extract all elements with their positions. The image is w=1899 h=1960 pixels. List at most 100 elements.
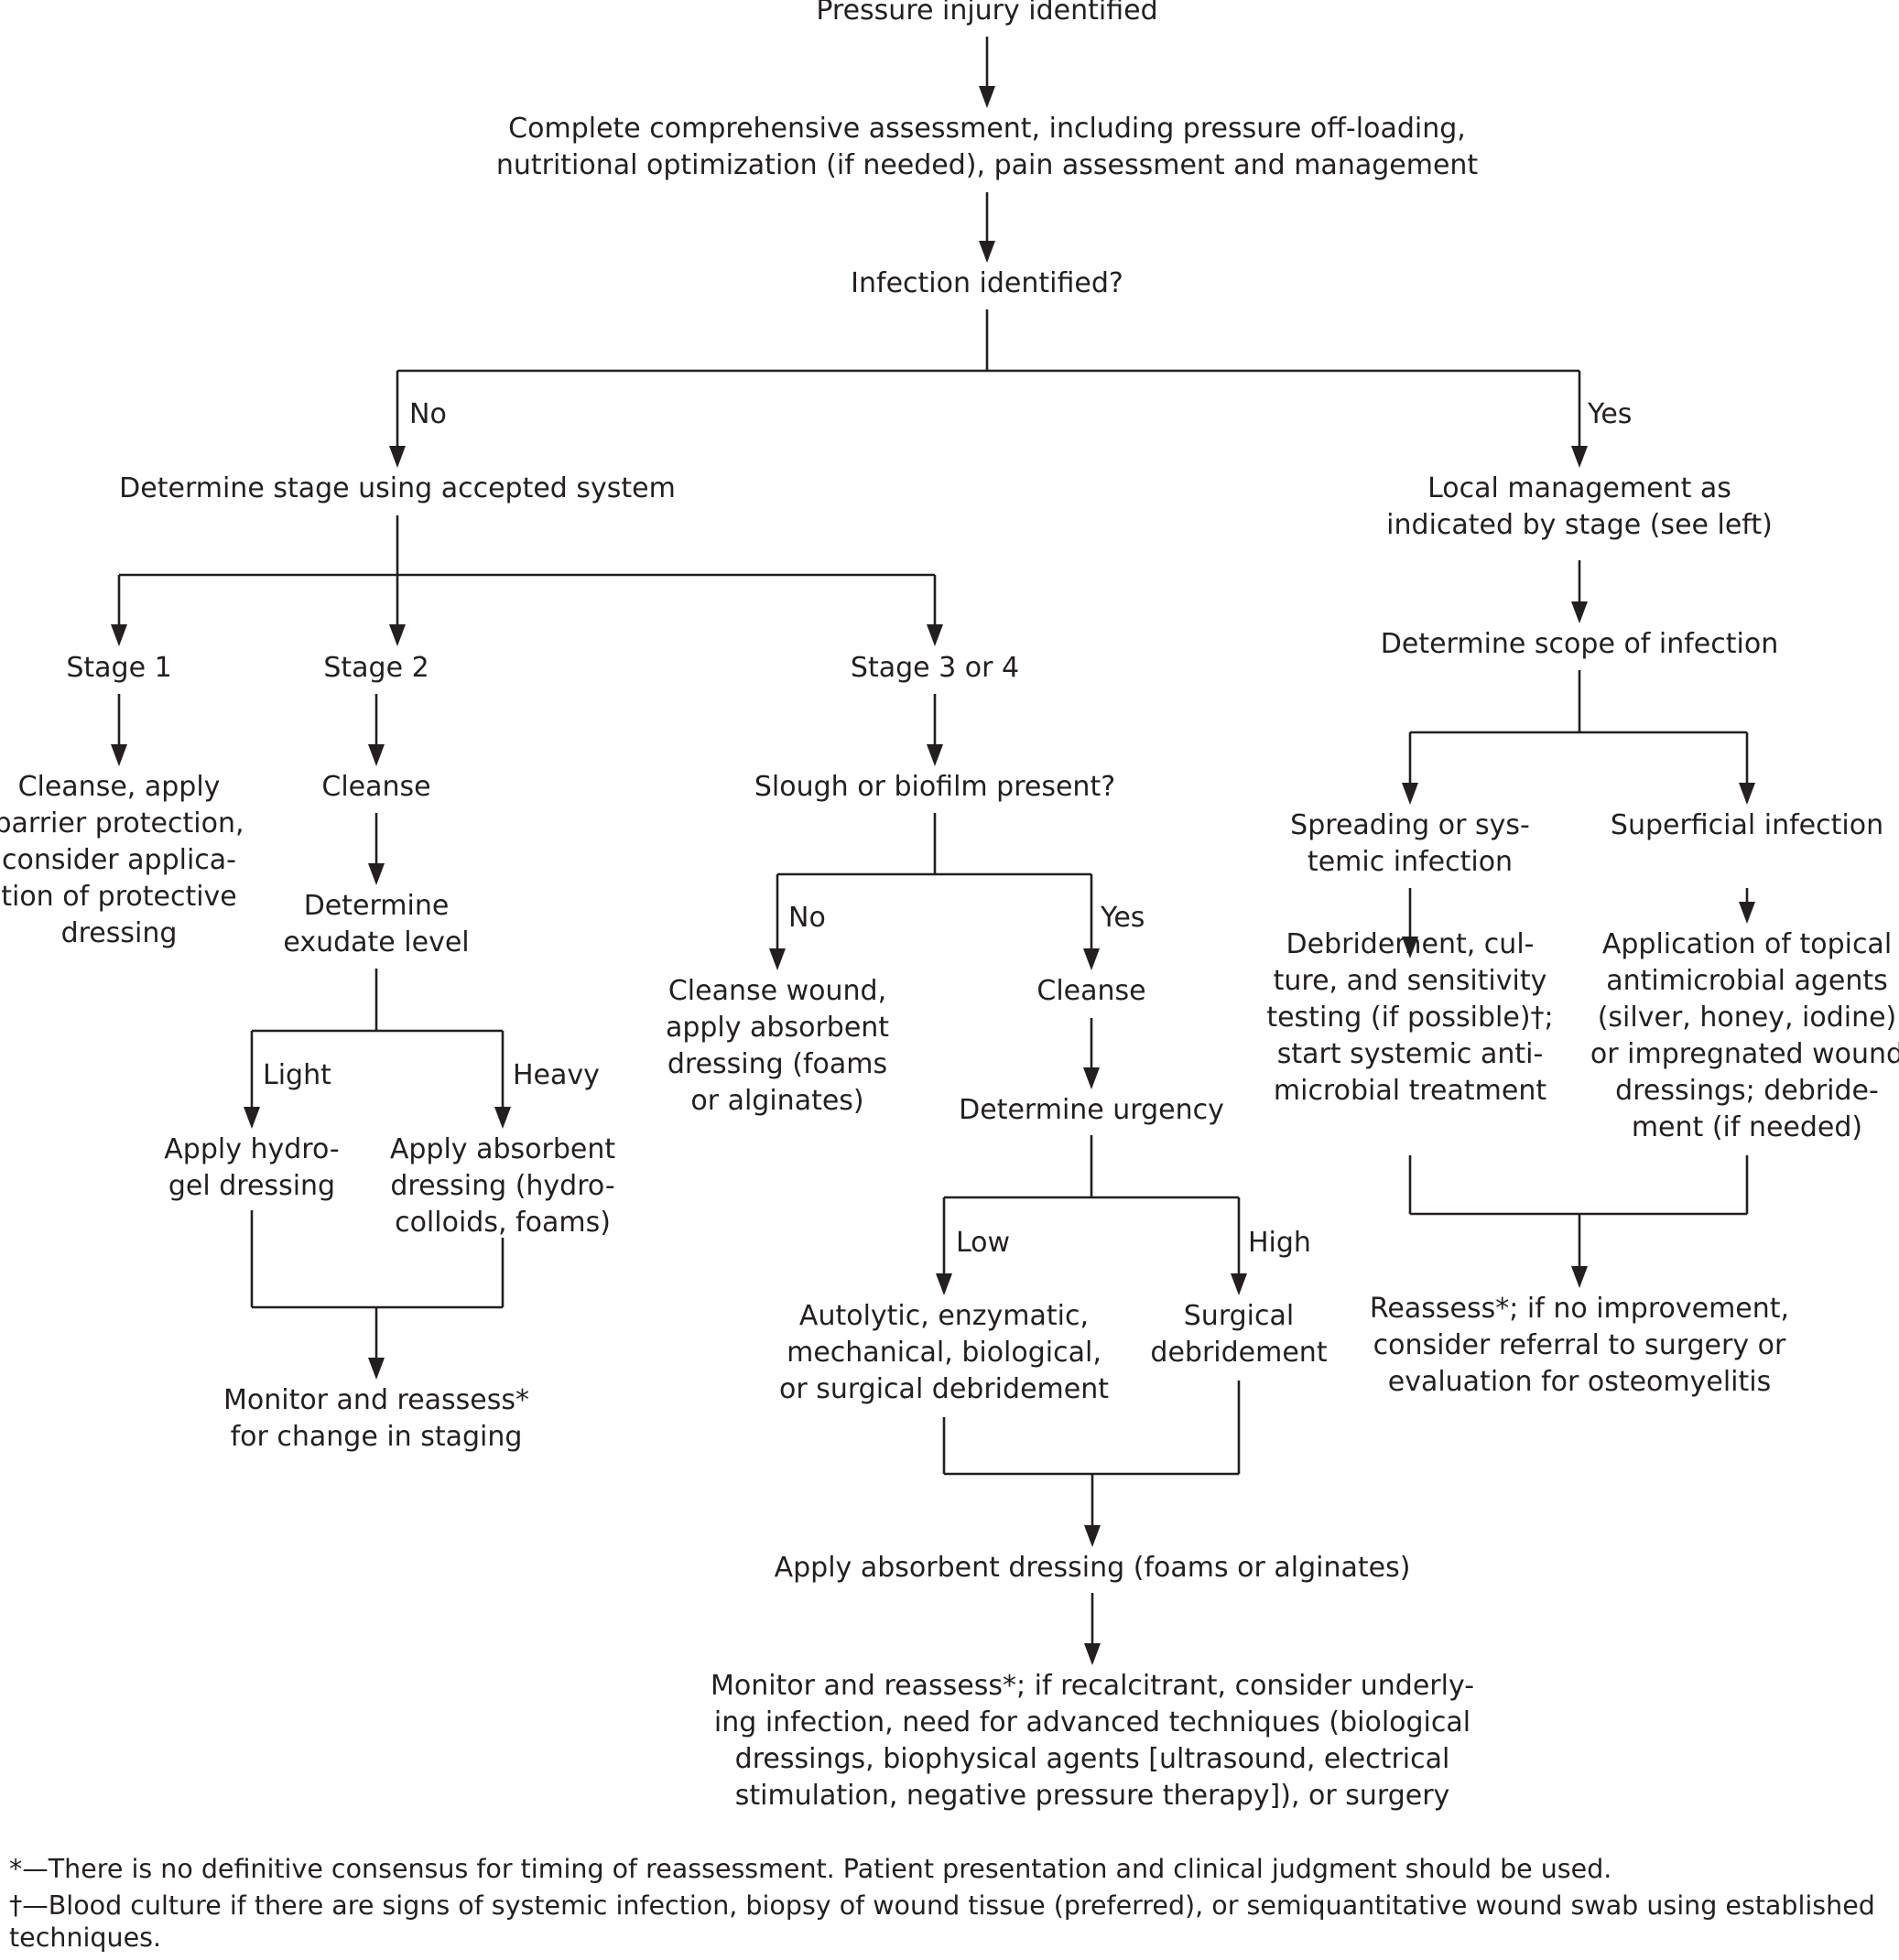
- node-cleanse-wound-absorbent: Cleanse wound, apply absorbent dressing (f…: [666, 973, 889, 1120]
- node-line: Surgical: [1183, 1300, 1295, 1332]
- arrowhead: [1402, 937, 1418, 958]
- arrowhead: [1083, 1067, 1100, 1089]
- node-line: dressing: [60, 917, 178, 949]
- arrowhead: [368, 1358, 385, 1380]
- node-comprehensive-assessment: Complete comprehensive assessment, inclu…: [496, 111, 1478, 184]
- node-stage2: Stage 2: [323, 650, 429, 687]
- node-line: Application of topical: [1601, 928, 1893, 960]
- node-apply-absorbent-final: Apply absorbent dressing (foams or algin…: [775, 1550, 1411, 1586]
- node-line: Pressure injury identified: [816, 0, 1158, 27]
- arrowhead: [1083, 948, 1100, 970]
- node-stage34: Stage 3 or 4: [851, 650, 1019, 687]
- node-line: consider referral to surgery or: [1373, 1329, 1786, 1361]
- node-pressure-injury: Pressure injury identified: [816, 0, 1157, 29]
- node-line: Apply absorbent dressing (foams or algin…: [774, 1552, 1411, 1584]
- node-line: Determine stage using accepted system: [119, 472, 676, 504]
- node-line: (silver, honey, iodine): [1597, 1002, 1897, 1034]
- node-line: Monitor and reassess*: [222, 1384, 530, 1416]
- node-line: or impregnated wound: [1590, 1038, 1899, 1070]
- node-line: Infection identified?: [851, 267, 1123, 299]
- arrowhead: [979, 241, 995, 263]
- node-line: mechanical, biological,: [787, 1337, 1101, 1369]
- node-line: indicated by stage (see left): [1386, 509, 1773, 541]
- node-line: or alginates): [690, 1085, 864, 1117]
- arrowhead: [1571, 1266, 1588, 1288]
- arrowhead: [1402, 783, 1418, 805]
- node-autolytic: Autolytic, enzymatic,mechanical, biologi…: [779, 1298, 1109, 1408]
- node-slough-biofilm: Slough or biofilm present?: [754, 769, 1115, 806]
- node-line: Cleanse: [1036, 975, 1146, 1007]
- node-line: ing infection, need for advanced techniq…: [713, 1706, 1471, 1738]
- node-line: Complete comprehensive assessment, inclu…: [508, 113, 1466, 145]
- node-line: consider applica-: [1, 844, 237, 876]
- arrowhead: [1084, 1525, 1101, 1547]
- node-superficial-infection: Superficial infection: [1611, 807, 1883, 844]
- arrowhead: [368, 863, 385, 885]
- node-line: microbial treatment: [1273, 1075, 1547, 1107]
- arrowhead: [927, 624, 943, 646]
- node-line: Debridement, cul-: [1286, 928, 1535, 960]
- node-line: Stage 2: [323, 652, 429, 684]
- edge-label-urgency-high: High: [1248, 1227, 1311, 1259]
- node-line: Cleanse wound,: [667, 975, 887, 1007]
- node-line: or surgical debridement: [779, 1373, 1109, 1405]
- node-spreading-infection: Spreading or sys-temic infection: [1290, 807, 1530, 881]
- node-line: stimulation, negative pressure therapy])…: [734, 1780, 1450, 1812]
- arrowhead: [1231, 1273, 1247, 1295]
- node-line: Cleanse, apply: [17, 771, 221, 803]
- arrowhead: [927, 744, 943, 766]
- node-line: Stage 1: [66, 652, 172, 684]
- node-determine-stage: Determine stage using accepted system: [119, 471, 676, 507]
- node-reassess-referral: Reassess*; if no improvement, consider re…: [1370, 1291, 1789, 1401]
- node-monitor-final: Monitor and reassess*; if recalcitrant, …: [711, 1668, 1474, 1814]
- node-line: Determine: [303, 890, 450, 922]
- node-hydrogel: Apply hydro-gel dressing: [164, 1132, 339, 1205]
- node-stage1: Stage 1: [66, 650, 171, 687]
- node-stage34-cleanse: Cleanse: [1036, 973, 1145, 1010]
- node-line: gel dressing: [168, 1170, 336, 1202]
- edge-label-slough-no: No: [788, 902, 826, 934]
- node-monitor-staging: Monitor and reassess* for change in stagi…: [223, 1382, 529, 1456]
- node-line: debridement: [1150, 1337, 1328, 1369]
- node-line: temic infection: [1307, 846, 1514, 878]
- arrowhead: [111, 624, 127, 646]
- node-line: dressing (hydro-: [390, 1170, 615, 1202]
- arrowhead: [389, 446, 406, 468]
- node-line: Reassess*; if no improvement,: [1369, 1293, 1790, 1325]
- node-line: Apply absorbent: [389, 1133, 616, 1165]
- arrowhead: [111, 744, 127, 766]
- edge-label-exudate-light: Light: [263, 1059, 331, 1091]
- arrowhead: [936, 1273, 952, 1295]
- node-line: ture, and sensitivity: [1273, 965, 1547, 997]
- node-line: Determine urgency: [959, 1094, 1224, 1126]
- edge-label-urgency-low: Low: [956, 1227, 1011, 1259]
- node-line: Monitor and reassess*; if recalcitrant, …: [710, 1670, 1475, 1702]
- node-line: apply absorbent: [665, 1012, 890, 1044]
- node-line: Stage 3 or 4: [850, 652, 1020, 684]
- arrowhead: [1739, 783, 1755, 805]
- node-line: dressings; debride-: [1615, 1075, 1879, 1107]
- node-line: testing (if possible)†;: [1266, 1002, 1554, 1034]
- node-scope-infection: Determine scope of infection: [1381, 626, 1778, 663]
- node-line: dressings, biophysical agents [ultrasoun…: [734, 1743, 1450, 1775]
- node-line: colloids, foams): [395, 1207, 611, 1239]
- node-line: for change in staging: [230, 1421, 523, 1453]
- node-infection-identified: Infection identified?: [851, 265, 1123, 302]
- node-line: nutritional optimization (if needed), pa…: [495, 149, 1479, 181]
- node-line: exudate level: [283, 926, 470, 958]
- node-line: Cleanse: [321, 771, 431, 803]
- arrowhead: [1739, 902, 1755, 924]
- node-stage2-cleanse: Cleanse: [321, 769, 430, 806]
- node-line: dressing (foams: [667, 1048, 888, 1080]
- node-surgical-debridement: Surgical debridement: [1150, 1298, 1327, 1371]
- node-line: Superficial infection: [1610, 809, 1884, 841]
- node-line: Apply hydro-: [164, 1133, 340, 1165]
- node-line: Local management as: [1427, 472, 1731, 504]
- edge-label-infection-no: No: [409, 398, 447, 430]
- node-urgency: Determine urgency: [959, 1092, 1224, 1129]
- arrowhead: [769, 948, 786, 970]
- edge-label-slough-yes: Yes: [1101, 902, 1145, 934]
